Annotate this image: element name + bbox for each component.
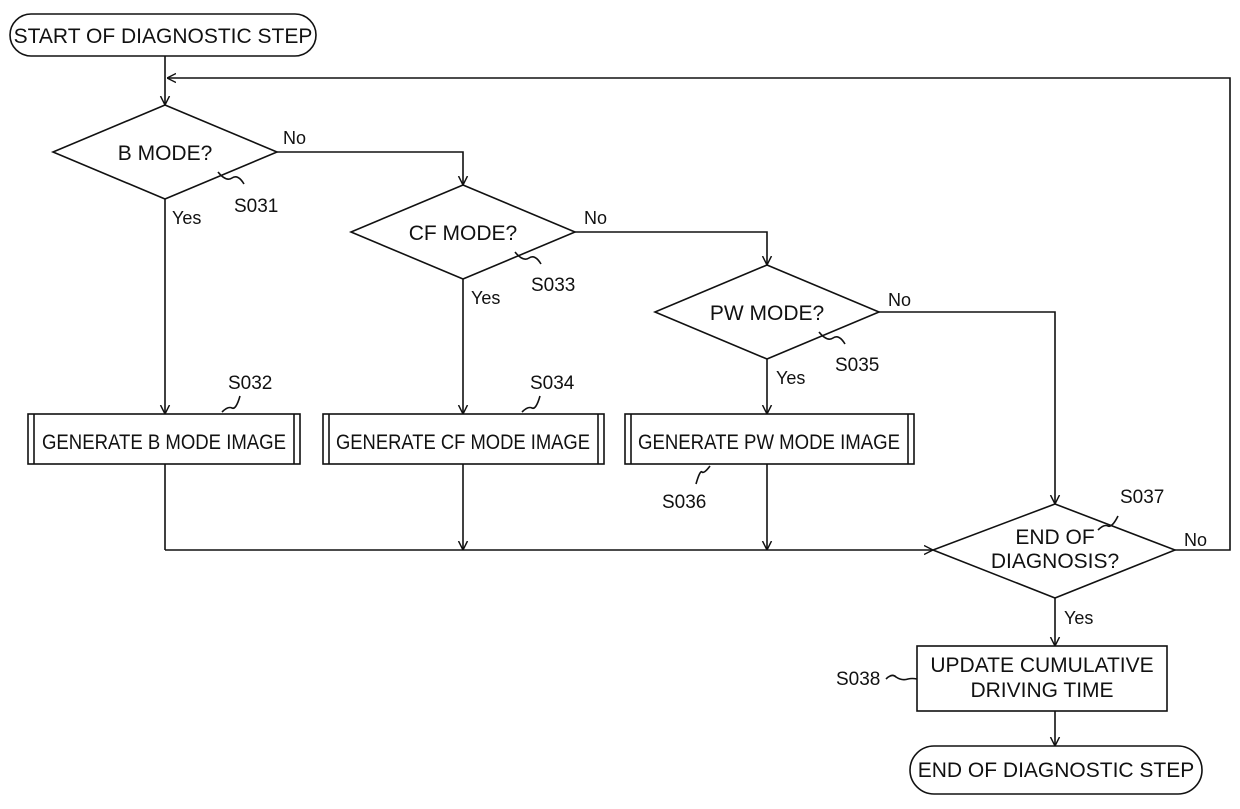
- edge-cf-no: [575, 232, 767, 265]
- cf-yes-label: Yes: [471, 288, 500, 308]
- s031-ref: S031: [234, 196, 278, 217]
- update-line2: DRIVING TIME: [970, 679, 1113, 702]
- edge-b-no: [277, 152, 463, 185]
- leader-s036: [696, 466, 710, 484]
- edge-pw-no: [879, 312, 1055, 504]
- leader-s034: [522, 396, 540, 412]
- b-mode-label: B MODE?: [118, 142, 213, 165]
- s033-ref: S033: [531, 275, 575, 296]
- gen-b-label: GENERATE B MODE IMAGE: [42, 431, 286, 454]
- cf-no-label: No: [584, 208, 607, 228]
- gen-cf-label: GENERATE CF MODE IMAGE: [336, 431, 590, 454]
- gen-pw-label: GENERATE PW MODE IMAGE: [638, 431, 900, 454]
- leader-s032: [222, 396, 240, 412]
- leader-s031: [218, 172, 244, 184]
- end-diagnosis-line1: END OF: [1015, 526, 1094, 549]
- b-yes-label: Yes: [172, 208, 201, 228]
- update-line1: UPDATE CUMULATIVE: [930, 654, 1153, 677]
- cf-mode-label: CF MODE?: [409, 222, 518, 245]
- leader-s037: [1098, 516, 1118, 530]
- start-label: START OF DIAGNOSTIC STEP: [14, 25, 313, 48]
- s034-ref: S034: [530, 373, 575, 394]
- s037-ref: S037: [1120, 487, 1164, 508]
- pw-yes-label: Yes: [776, 368, 805, 388]
- end-diagnosis-line2: DIAGNOSIS?: [991, 550, 1119, 573]
- pw-no-label: No: [888, 290, 911, 310]
- end-yes-label: Yes: [1064, 608, 1093, 628]
- s035-ref: S035: [835, 355, 879, 376]
- b-no-label: No: [283, 128, 306, 148]
- end-label: END OF DIAGNOSTIC STEP: [918, 759, 1195, 782]
- s038-ref: S038: [836, 669, 880, 690]
- s036-ref: S036: [662, 492, 706, 513]
- leader-s038: [886, 675, 917, 679]
- s032-ref: S032: [228, 373, 272, 394]
- leader-s035: [819, 332, 845, 344]
- end-no-label: No: [1184, 530, 1207, 550]
- leader-s033: [515, 252, 541, 264]
- pw-mode-label: PW MODE?: [710, 302, 824, 325]
- edge-loop-back: [167, 78, 1230, 550]
